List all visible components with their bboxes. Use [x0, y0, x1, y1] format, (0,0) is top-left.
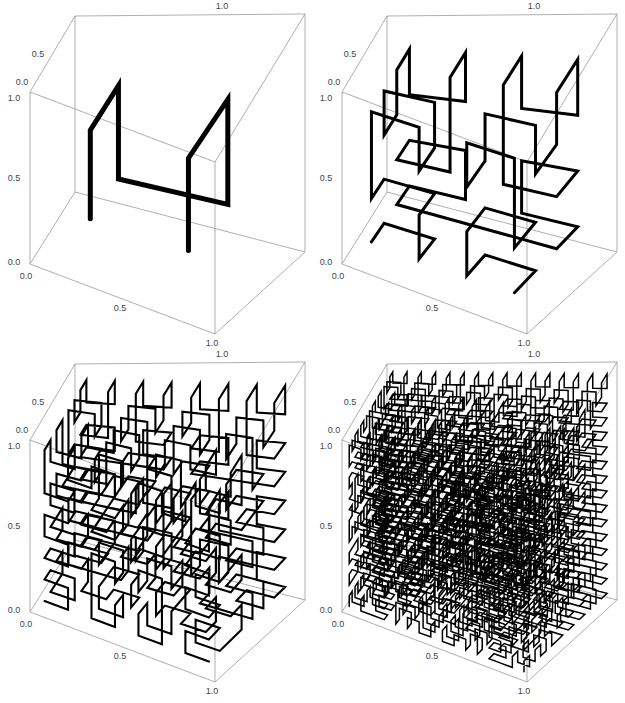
- axis-tick-label: 0.5: [8, 522, 21, 531]
- bounding-box-edge: [387, 14, 617, 16]
- axis-tick-label: 0.5: [8, 174, 21, 183]
- bounding-box-edge: [527, 14, 617, 162]
- axis-tick-label: 1.0: [206, 339, 219, 348]
- axis-tick-label: 1.0: [320, 94, 333, 103]
- axis-tick-label: 0.0: [20, 272, 33, 281]
- bounding-box-edge: [387, 362, 617, 364]
- axis-tick-label: 0.0: [16, 426, 29, 435]
- axis-tick-label: 0.5: [320, 174, 333, 183]
- axis-tick-label: 1.0: [216, 2, 229, 11]
- bounding-box-edge: [617, 362, 618, 600]
- hilbert-curve: [90, 86, 228, 251]
- axis-tick-label: 1.0: [528, 350, 541, 359]
- axis-tick-label: 1.0: [216, 350, 229, 359]
- axis-tick-label: 0.0: [328, 78, 341, 87]
- bounding-box-edge: [30, 92, 215, 162]
- bounding-box-edge: [30, 16, 75, 92]
- axis-tick-label: 1.0: [8, 94, 21, 103]
- bounding-box-edge: [215, 252, 305, 334]
- axis-tick-label: 0.0: [332, 620, 345, 629]
- bounding-box-edge: [30, 192, 75, 264]
- axis-tick-label: 1.0: [206, 687, 219, 696]
- bounding-box-edge: [30, 612, 215, 682]
- bounding-box-edge: [75, 362, 305, 364]
- axis-tick-label: 0.5: [32, 50, 45, 59]
- axis-tick-label: 1.0: [528, 2, 541, 11]
- axis-tick-label: 0.5: [344, 398, 357, 407]
- axis-tick-label: 0.0: [16, 78, 29, 87]
- plot-panel: [30, 14, 305, 334]
- axis-tick-label: 0.5: [426, 652, 439, 661]
- axis-tick-label: 0.5: [32, 398, 45, 407]
- bounding-box-edge: [527, 162, 528, 334]
- axis-tick-label: 0.0: [332, 272, 345, 281]
- axis-tick-label: 0.0: [328, 426, 341, 435]
- plot-panel: [342, 14, 617, 334]
- bounding-box-edge: [527, 600, 617, 682]
- bounding-box-edge: [387, 192, 617, 252]
- hilbert-curve: [349, 372, 607, 672]
- axis-tick-label: 0.5: [344, 50, 357, 59]
- bounding-box-edge: [305, 362, 306, 600]
- plot-panel: [30, 362, 305, 682]
- axis-tick-label: 0.0: [20, 620, 33, 629]
- axis-tick-label: 0.0: [320, 258, 333, 267]
- plot-panel: [342, 362, 617, 682]
- axis-tick-label: 0.0: [8, 258, 21, 267]
- bounding-box-edge: [617, 14, 618, 252]
- axis-tick-label: 0.0: [320, 606, 333, 615]
- bounding-box-edge: [30, 440, 31, 612]
- bounding-box-edge: [30, 92, 31, 264]
- bounding-box-edge: [75, 14, 305, 16]
- bounding-box-edge: [342, 92, 343, 264]
- axis-tick-label: 0.0: [8, 606, 21, 615]
- bounding-box-edge: [342, 264, 527, 334]
- axis-tick-label: 1.0: [320, 442, 333, 451]
- axis-tick-label: 1.0: [518, 687, 531, 696]
- axis-tick-label: 1.0: [8, 442, 21, 451]
- hilbert-curve: [45, 380, 286, 661]
- bounding-box-edge: [30, 264, 215, 334]
- bounding-box-edge: [527, 252, 617, 334]
- bounding-box-edge: [305, 14, 306, 252]
- axis-tick-label: 0.5: [114, 304, 127, 313]
- axis-tick-label: 0.5: [114, 652, 127, 661]
- axis-tick-label: 1.0: [518, 339, 531, 348]
- bounding-box-edge: [75, 16, 76, 192]
- bounding-box-edge: [215, 162, 216, 334]
- bounding-box-edge: [387, 16, 388, 192]
- axis-tick-label: 0.5: [426, 304, 439, 313]
- axis-tick-label: 0.5: [320, 522, 333, 531]
- bounding-box-edge: [342, 440, 343, 612]
- bounding-box-edge: [342, 16, 387, 92]
- hilbert-curve: [371, 49, 577, 293]
